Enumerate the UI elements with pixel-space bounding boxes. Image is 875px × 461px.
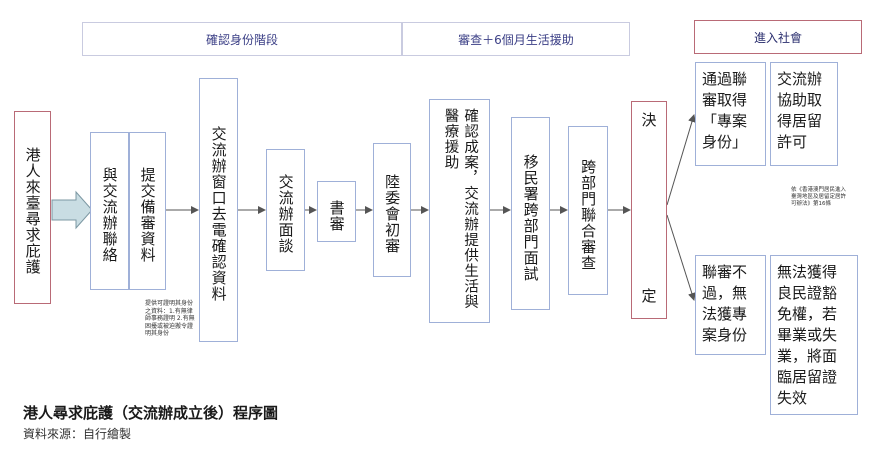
node-phone-check: 交流辦窗口去電確認資料	[199, 78, 238, 342]
arrow-decision-pass	[666, 114, 696, 206]
stage-society: 進入社會	[694, 20, 862, 54]
node-decision: 決 定	[631, 101, 667, 319]
node-residence: 交流辦協助取得居留許可	[770, 62, 838, 166]
stage-identity: 確認身份階段	[82, 22, 402, 56]
diagram-source: 資料來源：自行繪製	[23, 427, 132, 441]
node-immigration: 移民署跨部門面試	[511, 117, 550, 310]
decision-bottom-label: 定	[641, 286, 657, 305]
arrow-decision-fail	[666, 214, 696, 301]
node-paper-review: 書審	[317, 181, 356, 242]
diagram-title: 港人尋求庇護（交流辦成立後）程序圖	[23, 404, 279, 422]
stage-review: 審查＋6個月生活援助	[402, 22, 630, 56]
node-submit: 提交備審資料	[129, 132, 166, 290]
law-note: 依《香港澳門居民進入臺灣地區及居留定居許可辦法》第16條	[791, 187, 847, 207]
node-joint-review: 跨部門聯合審查	[568, 126, 608, 295]
node-fail: 聯審不過，無法獲專案身份	[695, 255, 766, 355]
submit-note: 提供可證明其身份之資料：1.有無律師事務證明 2.有無困擾或被迫搬令證明其身份	[145, 300, 195, 337]
node-no-id: 無法獲得良民證豁免權，若畢業或失業，將面臨居留證失效	[770, 255, 858, 415]
node-confirm-case: 確認成案，交流辦提供生活與醫療援助	[429, 99, 490, 323]
node-mac-review: 陸委會初審	[373, 143, 411, 277]
node-contact: 與交流辦聯絡	[90, 132, 129, 290]
node-start: 港人來臺尋求庇護	[14, 111, 51, 304]
start-arrow	[51, 190, 93, 230]
node-pass: 通過聯審取得「專案身份」	[695, 62, 766, 166]
node-interview: 交流辦面談	[266, 149, 305, 271]
decision-top-label: 決	[641, 111, 657, 129]
